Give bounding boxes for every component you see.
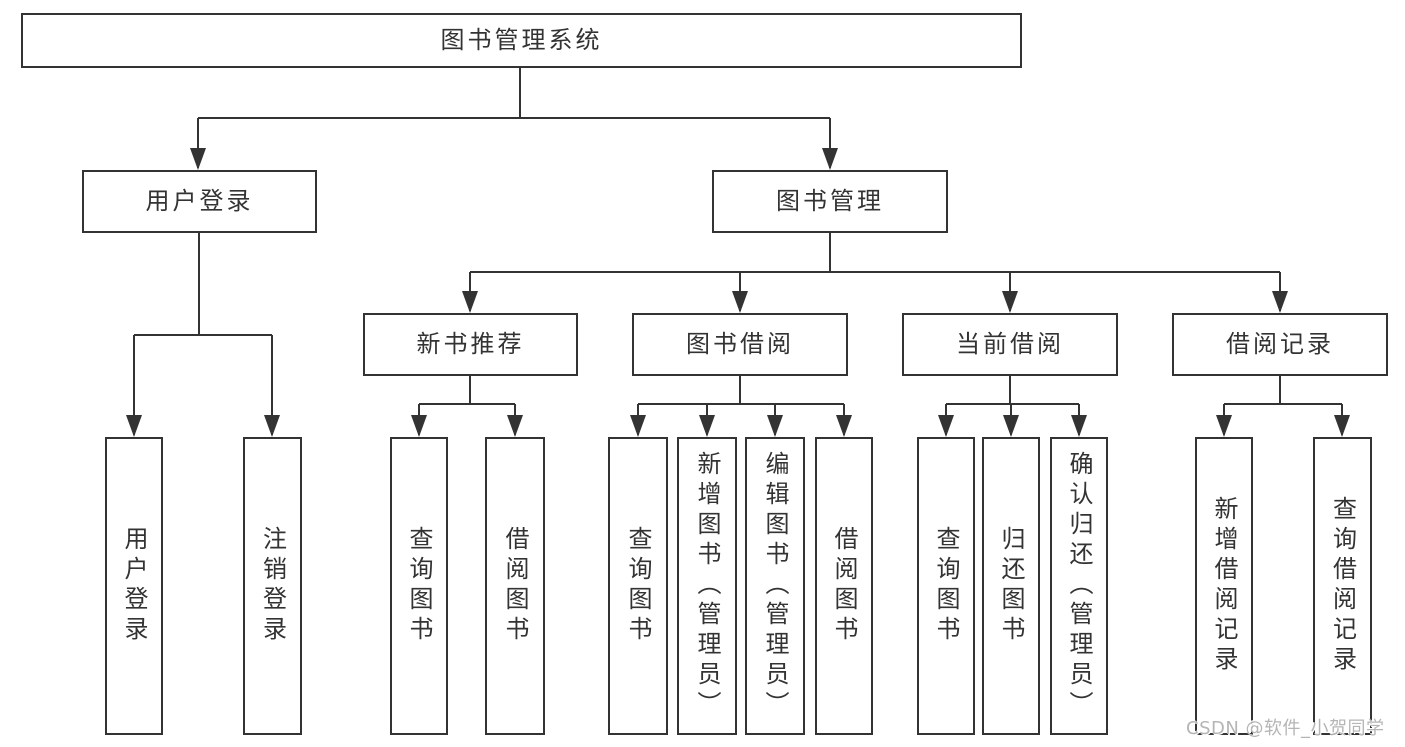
node-book-management-module: 图书管理 [712,170,948,233]
csdn-watermark: CSDN @软件_小贺同学 [1186,718,1385,739]
leaf-confirm-return-admin: 确认归还（管理员） [1050,437,1108,735]
node-current-borrowing: 当前借阅 [902,313,1118,376]
leaf-add-books-admin: 新增图书（管理员） [677,437,737,735]
leaf-borrow-books: 借阅图书 [815,437,873,735]
leaf-user-login: 用户登录 [105,437,163,735]
leaf-query-books-recommend: 查询图书 [390,437,448,735]
node-book-borrowing: 图书借阅 [632,313,848,376]
leaf-query-books-current: 查询图书 [917,437,975,735]
node-borrowing-records: 借阅记录 [1172,313,1388,376]
leaf-logout: 注销登录 [243,437,302,735]
leaf-return-books: 归还图书 [982,437,1040,735]
leaf-query-borrowing-record: 查询借阅记录 [1313,437,1372,735]
node-user-login-module: 用户登录 [82,170,317,233]
leaf-query-books-borrowing: 查询图书 [608,437,668,735]
node-root-library-system: 图书管理系统 [21,13,1022,68]
leaf-add-borrowing-record: 新增借阅记录 [1195,437,1253,735]
leaf-borrow-books-recommend: 借阅图书 [485,437,545,735]
node-new-book-recommendation: 新书推荐 [363,313,578,376]
leaf-edit-books-admin: 编辑图书（管理员） [745,437,805,735]
